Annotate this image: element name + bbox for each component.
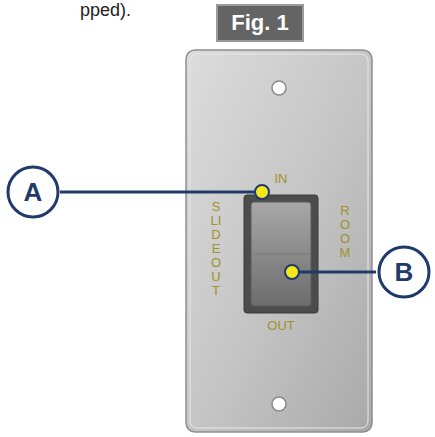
- leader-line: [299, 271, 376, 274]
- cut-off-text: pped).: [80, 0, 131, 21]
- switch-position: OUT: [267, 318, 294, 333]
- screw-hole: [272, 397, 286, 411]
- callout-label: A: [24, 177, 43, 208]
- switch-bezel: [244, 195, 318, 313]
- callout-letter: A: [6, 165, 60, 219]
- plate-legend: ROOM: [339, 204, 352, 260]
- switch-position: IN: [275, 171, 288, 186]
- rocker-pivot: [253, 254, 309, 255]
- callout-letter: B: [377, 245, 431, 299]
- callout-dot: [255, 185, 269, 199]
- figure-tag: Fig. 1: [216, 4, 304, 42]
- rocker-switch: [251, 202, 311, 306]
- leader-line: [60, 191, 255, 194]
- callout-label: B: [395, 257, 414, 288]
- figure-label: Fig. 1: [231, 10, 288, 36]
- plate-legend: SLIDE OUT: [210, 200, 223, 298]
- wall-plate: [186, 50, 372, 432]
- screw-hole: [272, 81, 286, 95]
- callout-dot: [285, 265, 299, 279]
- plate-bevel: [190, 54, 368, 428]
